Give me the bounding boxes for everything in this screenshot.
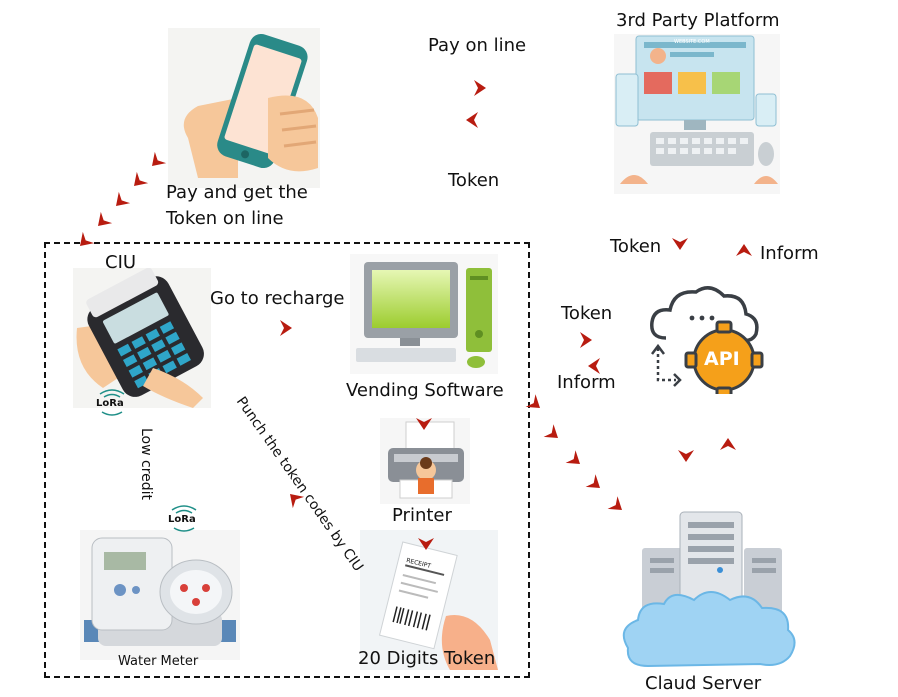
- label-third-party-platform: 3rd Party Platform: [616, 10, 780, 31]
- receipt-hand-icon: RECEIPT: [360, 530, 498, 670]
- label-pay-and-get-2: Token on line: [166, 208, 284, 229]
- computer-icon: [350, 254, 498, 374]
- lora-label: LoRa: [96, 398, 124, 409]
- label-low-credit: Low credit: [138, 428, 154, 501]
- web-platform-icon: WEBSITE.COM: [614, 34, 780, 194]
- label-20-digits-token: 20 Digits Token: [358, 648, 496, 669]
- lora-badge-icon: LoRa: [92, 388, 132, 418]
- label-pay-and-get-1: Pay and get the: [166, 182, 308, 203]
- phone-hand-icon: [168, 28, 320, 188]
- label-go-to-recharge: Go to recharge: [210, 288, 345, 309]
- label-inform-right-upper: Inform: [760, 243, 819, 264]
- printer-icon: [380, 418, 470, 504]
- lora-label: LoRa: [168, 514, 196, 525]
- cloud-server-icon: [620, 508, 800, 672]
- label-cloud-server: Claud Server: [645, 673, 762, 694]
- api-label: API: [704, 348, 740, 370]
- label-vending-software: Vending Software: [346, 380, 504, 401]
- label-printer: Printer: [392, 505, 452, 526]
- pos-terminal-icon: [73, 268, 211, 408]
- lora-badge-icon: LoRa: [164, 504, 204, 534]
- label-water-meter: Water Meter: [118, 654, 199, 669]
- label-token-top: Token: [448, 170, 500, 191]
- label-inform-mid: Inform: [557, 372, 616, 393]
- label-pay-on-line: Pay on line: [428, 35, 527, 56]
- website-bar-text: WEBSITE.COM: [674, 39, 710, 45]
- water-meter-icon: [80, 530, 240, 660]
- label-ciu: CIU: [105, 252, 137, 273]
- api-cloud-icon: API: [646, 284, 764, 394]
- local-system-boundary: [44, 242, 530, 678]
- label-token-right-upper: Token: [610, 236, 662, 257]
- label-token-mid: Token: [561, 303, 613, 324]
